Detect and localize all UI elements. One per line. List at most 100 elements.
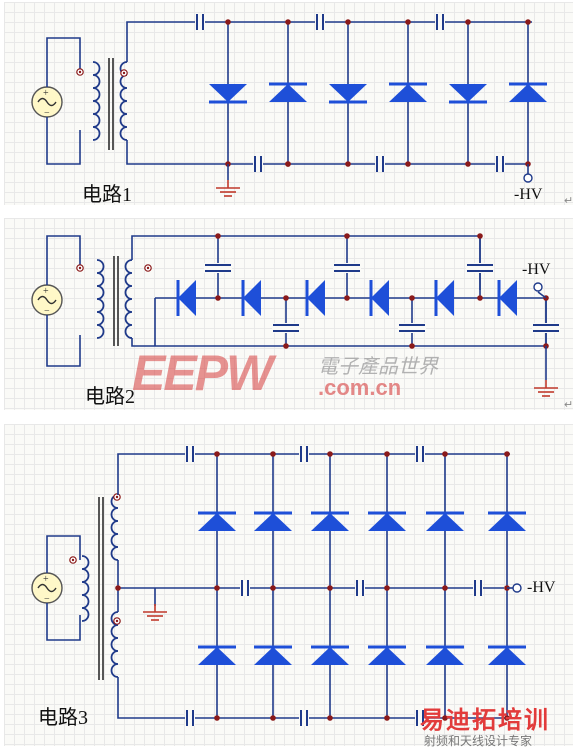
transformer-coil [110, 494, 119, 561]
junction-dot [215, 233, 221, 239]
capacitor-gap [299, 446, 309, 462]
junction-dot [327, 715, 333, 721]
junction-dot [465, 161, 471, 167]
circuit-3-hv-label: -HV [527, 579, 556, 596]
paragraph-mark-2: ↵ [564, 399, 574, 411]
junction-dot [504, 715, 510, 721]
junction-dot [327, 451, 333, 457]
junction-dot [270, 585, 276, 591]
capacitor-gap [375, 156, 385, 172]
capacitor-gap [204, 263, 232, 273]
junction-dot [465, 19, 471, 25]
diode [307, 280, 325, 316]
diode [436, 280, 454, 316]
capacitor-gap [495, 156, 505, 172]
wire [46, 315, 81, 367]
sine-wave-icon [37, 583, 57, 593]
capacitor-gap [315, 14, 325, 30]
capacitor-gap [333, 263, 361, 273]
capacitor-gap [532, 323, 560, 333]
polarity-dot [78, 70, 82, 74]
junction-dot [477, 233, 483, 239]
capacitor-gap [272, 323, 300, 333]
wire [117, 453, 510, 495]
junction-dot [215, 295, 221, 301]
capacitor-gap [240, 580, 250, 596]
sine-wave-icon [37, 295, 57, 305]
junction-dot [384, 451, 390, 457]
polarity-dot [146, 266, 150, 270]
polarity-dot [78, 266, 82, 270]
minus-sign: − [44, 594, 50, 605]
diode [311, 513, 349, 531]
diode [368, 647, 406, 665]
circuit-2-label: 电路2 [85, 386, 135, 408]
junction-dot [442, 585, 448, 591]
diode [449, 84, 487, 102]
capacitor-gap [415, 710, 425, 726]
diode [509, 84, 547, 102]
junction-dot [225, 19, 231, 25]
diode [254, 513, 292, 531]
diode [198, 513, 236, 531]
diode [269, 84, 307, 102]
junction-dot [344, 295, 350, 301]
minus-sign: − [44, 306, 50, 317]
wire [46, 603, 81, 641]
junction-dot [405, 161, 411, 167]
transformer-coil [92, 61, 101, 141]
diode [389, 84, 427, 102]
capacitor-gap [473, 580, 483, 596]
diode [371, 280, 389, 316]
wire [46, 235, 81, 285]
capacitor-gap [185, 446, 195, 462]
capacitor-gap [299, 710, 309, 726]
diode [209, 84, 247, 102]
junction-dot [442, 715, 448, 721]
diode [499, 280, 517, 316]
capacitor-gap [415, 446, 425, 462]
eepw-watermark-cn: 電子產品世界 [318, 356, 438, 378]
diode [254, 647, 292, 665]
transformer-coil [124, 259, 133, 339]
junction-dot [214, 715, 220, 721]
eepw-watermark-logo: EEPW [132, 345, 273, 401]
capacitor-gap [466, 263, 494, 273]
paragraph-mark-1: ↵ [564, 195, 574, 207]
junction-dot [525, 19, 531, 25]
junction-dot [345, 19, 351, 25]
diode [426, 647, 464, 665]
plus-sign: + [43, 574, 49, 585]
circuit-2-panel [4, 218, 573, 410]
junction-dot [270, 715, 276, 721]
junction-dot [442, 451, 448, 457]
output-terminal [523, 173, 533, 183]
wire [117, 677, 510, 719]
diode [488, 513, 526, 531]
minus-sign: − [44, 108, 50, 119]
junction-dot [477, 295, 483, 301]
junction-dot [384, 715, 390, 721]
circuit-1-hv-label: -HV [514, 186, 543, 203]
junction-dot [283, 343, 289, 349]
diode [488, 647, 526, 665]
transformer-coil [81, 555, 90, 622]
junction-dot [327, 585, 333, 591]
output-terminal [533, 282, 543, 292]
bottom-watermark-logo: 易迪拓培训 [420, 707, 550, 734]
diode [198, 647, 236, 665]
diode [243, 280, 261, 316]
polarity-dot [122, 71, 126, 75]
wire [46, 117, 81, 165]
polarity-dot [115, 619, 119, 623]
junction-dot [283, 295, 289, 301]
junction-dot [214, 451, 220, 457]
output-terminal [512, 583, 522, 593]
sine-wave-icon [37, 97, 57, 107]
transformer-coil [110, 611, 119, 678]
capacitor-gap [195, 14, 205, 30]
circuit-2-hv-label: -HV [522, 261, 551, 278]
capacitor-gap [398, 323, 426, 333]
diode [368, 513, 406, 531]
junction-dot [409, 343, 415, 349]
